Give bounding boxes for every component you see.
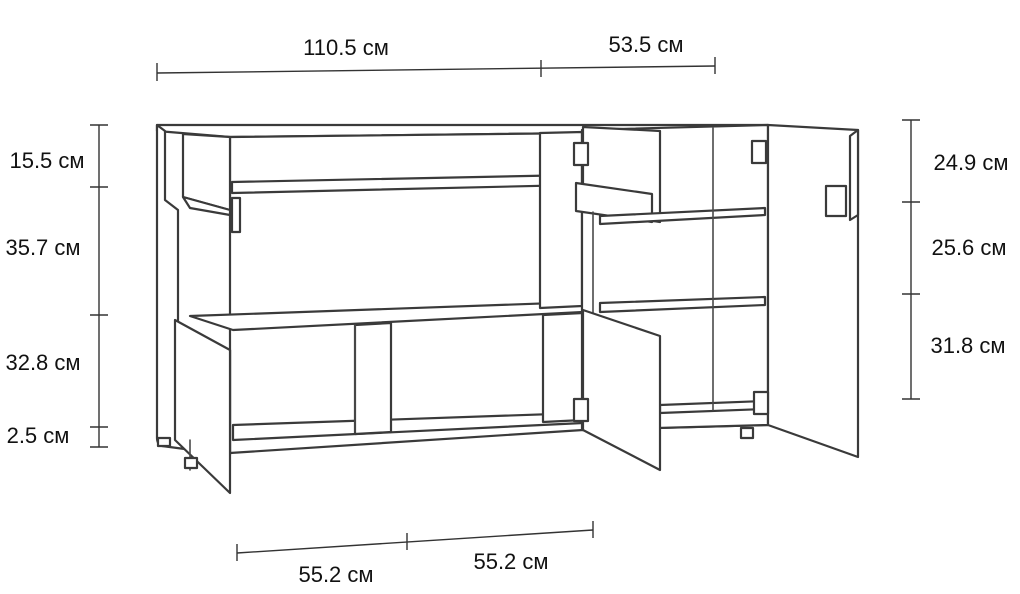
dim-right-h3: 31.8 см [930,333,1005,358]
right-shelf-2 [598,295,767,314]
dim-left-h2: 35.7 см [5,235,80,260]
dim-top-width-left: 110.5 см [303,35,389,60]
sideboard-illustration [155,123,860,495]
foot-right [739,426,755,440]
dim-top-width-right: 53.5 см [608,32,683,57]
bottom-dimension-lines [236,521,594,561]
dim-left-h3: 32.8 см [5,350,80,375]
door-handle-cutout [824,184,848,218]
right-middle-door [581,308,662,472]
foot-left [183,456,199,470]
far-right-door-edge [848,128,860,222]
dim-right-h1: 24.9 см [933,150,1008,175]
left-lower-door [173,318,232,495]
right-dimension-lines [902,119,920,400]
right-shelf-1 [598,206,767,226]
lower-divider-left [353,321,393,436]
foot-center [156,436,172,448]
top-dimension-lines [156,57,716,81]
dim-left-h4: 2.5 см [7,423,70,448]
dim-bottom-w2: 55.2 см [473,549,548,574]
dim-left-h1: 15.5 см [9,148,84,173]
hinge-icon [230,139,770,423]
far-right-door [766,123,860,459]
dim-bottom-w1: 55.2 см [298,562,373,587]
left-dimension-lines [90,124,108,448]
dim-right-h2: 25.6 см [931,235,1006,260]
left-top-flap-edge [181,195,232,217]
